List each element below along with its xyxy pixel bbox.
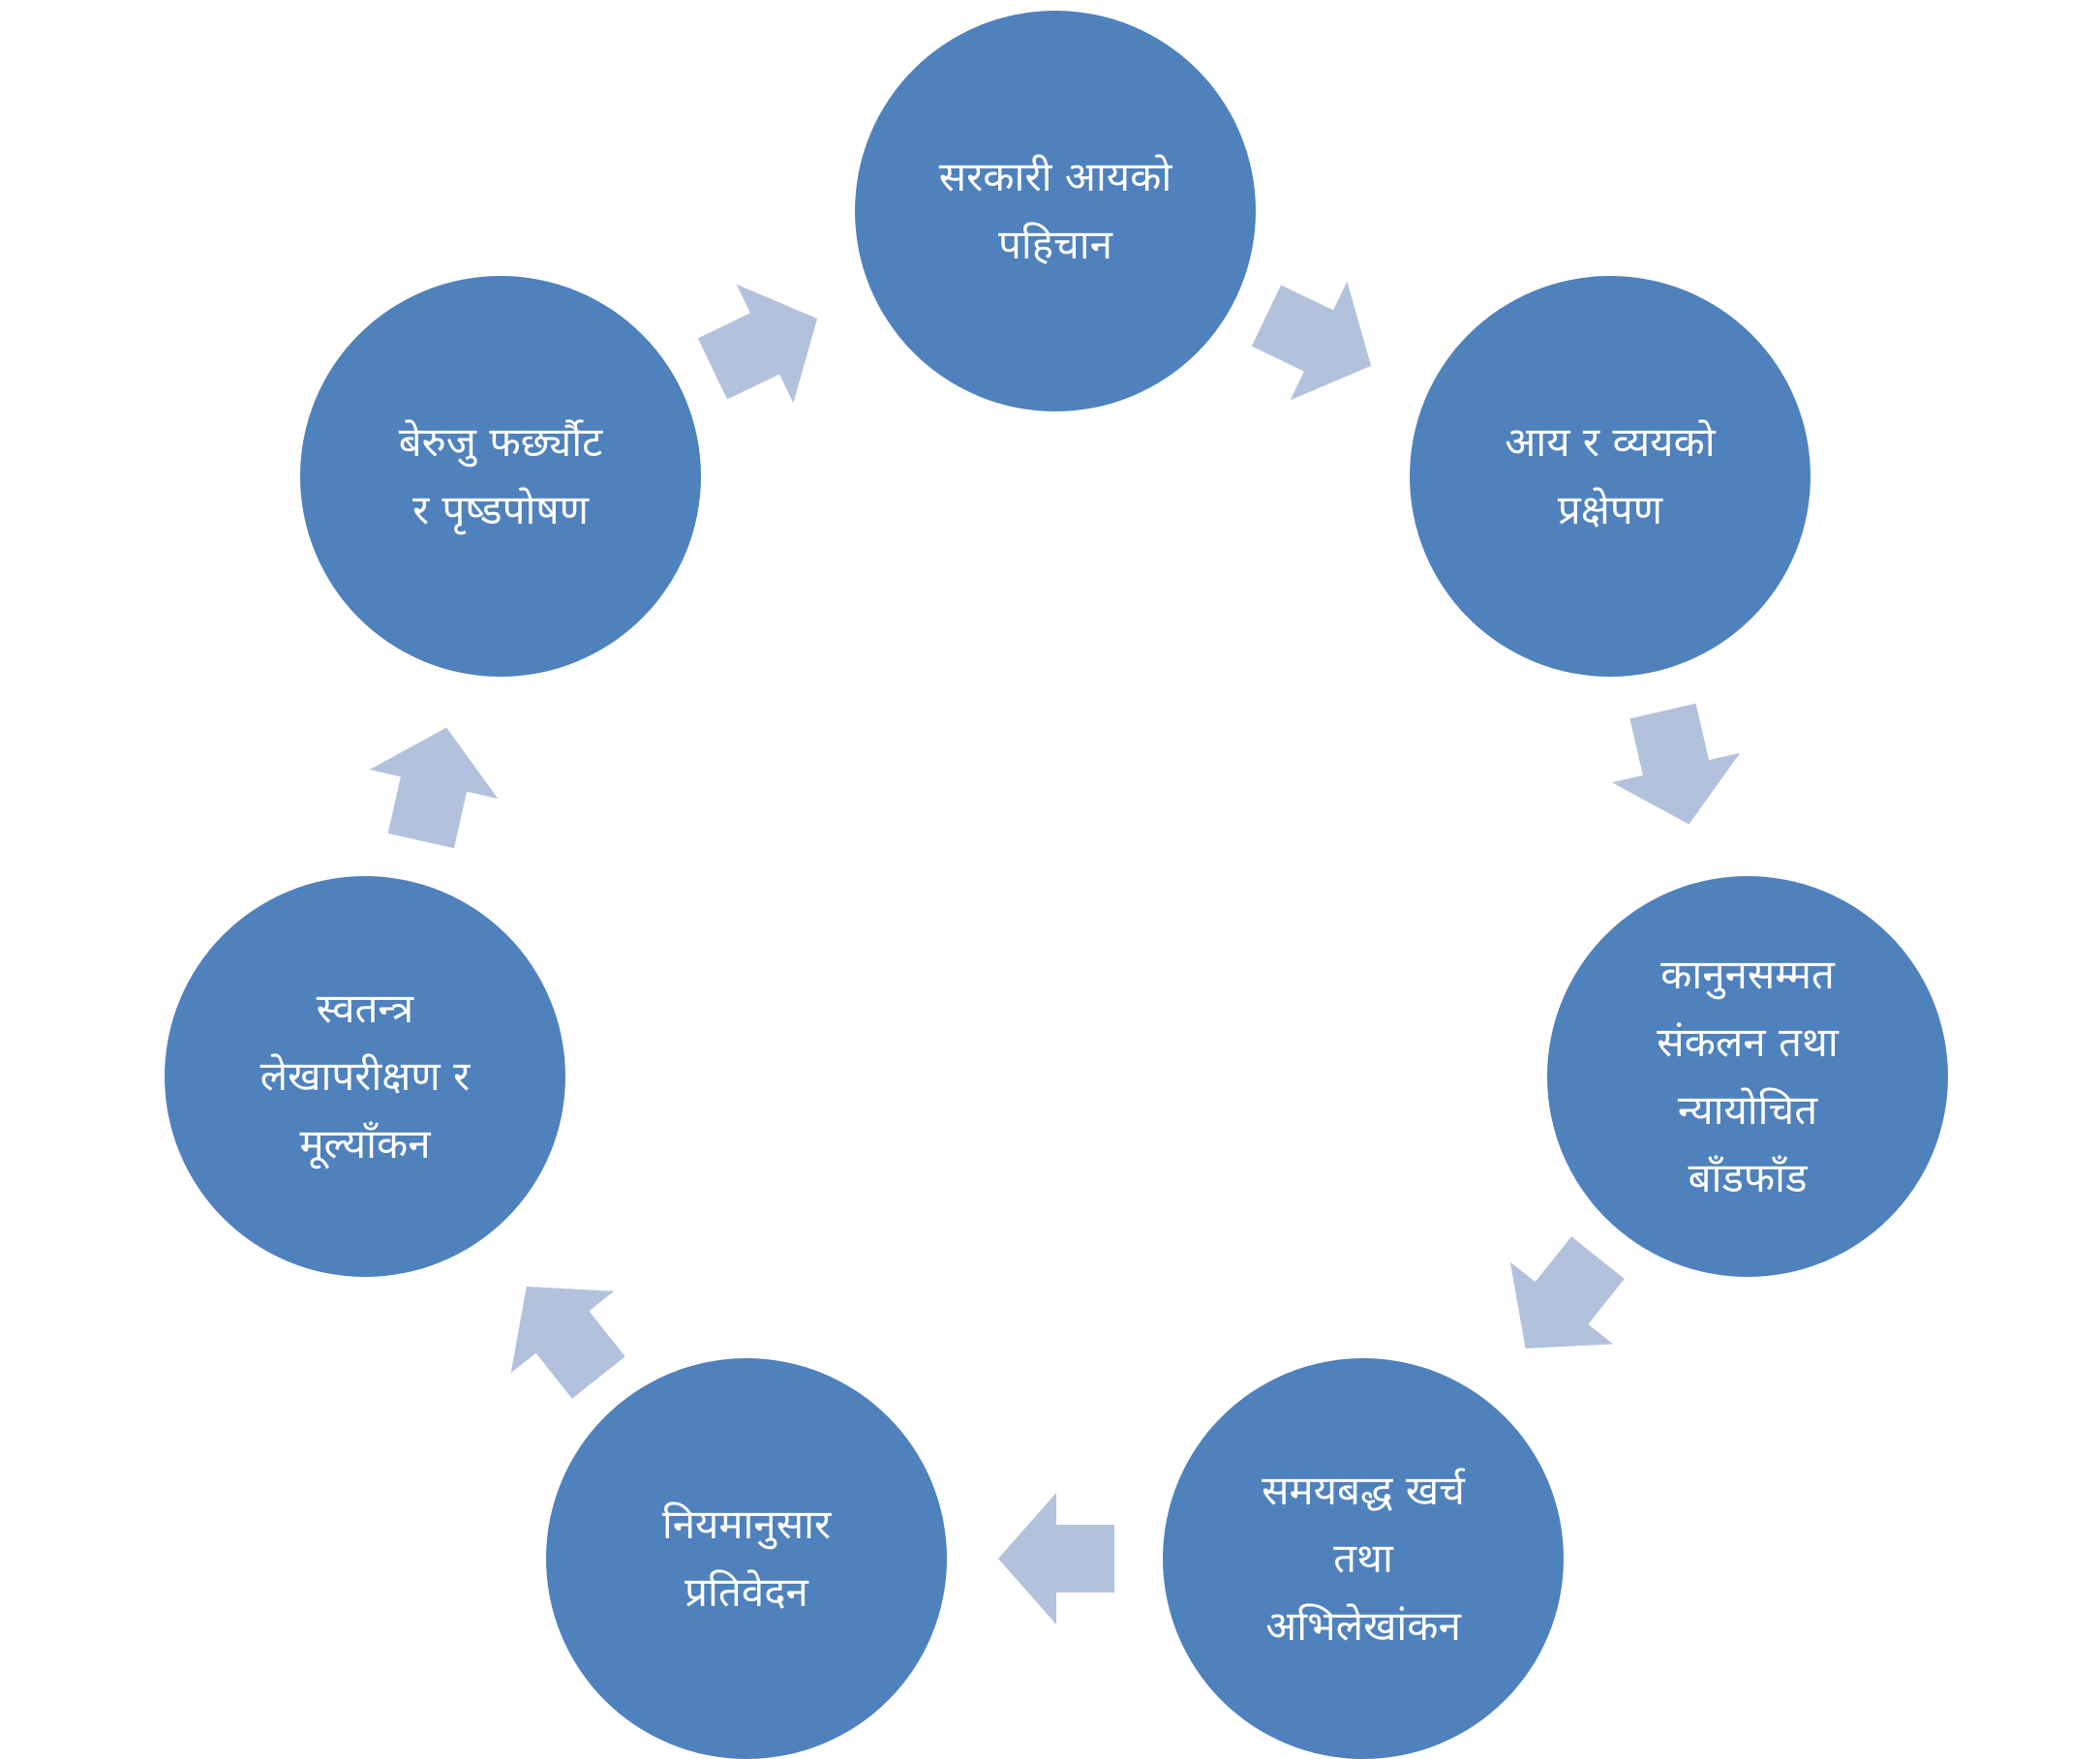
arrow-3-to-4 bbox=[1509, 1236, 1625, 1349]
step-4-line: समयबद्ध खर्च bbox=[1262, 1467, 1465, 1514]
step-7-line: र पृष्डपोषण bbox=[411, 486, 590, 533]
arrow-7-to-1 bbox=[697, 284, 818, 404]
step-5-line: नियमानुसार bbox=[661, 1501, 832, 1548]
step-6-line: लेखापरीक्षण र bbox=[259, 1052, 471, 1100]
step-2-line: प्रक्षेपण bbox=[1557, 486, 1663, 533]
step-2-line: आय र व्ययको bbox=[1505, 418, 1716, 466]
arrow-6-to-7 bbox=[369, 727, 499, 849]
step-6-line: स्वतन्त्र bbox=[316, 985, 414, 1032]
step-3-line: संकलन तथा bbox=[1657, 1018, 1839, 1066]
step-5-node: नियमानुसार प्रतिवेदन bbox=[546, 1358, 947, 1759]
step-4-line: अभिलेखांकन bbox=[1265, 1602, 1461, 1650]
step-7-line: बेरुजु फर्छ्यौट bbox=[398, 418, 603, 466]
step-5-line: प्रतिवेदन bbox=[685, 1568, 808, 1616]
step-3-node: कानुनसम्मत संकलन तथा न्यायोचित बाँडफाँड bbox=[1547, 876, 1948, 1277]
step-1-line: पहिचान bbox=[998, 221, 1112, 268]
step-1-line: सरकारी आयको bbox=[938, 153, 1172, 200]
arrow-2-to-3 bbox=[1611, 703, 1741, 825]
step-4-line: तथा bbox=[1333, 1534, 1393, 1582]
arrow-4-to-5 bbox=[998, 1493, 1114, 1624]
step-1-node: सरकारी आयको पहिचान bbox=[855, 11, 1256, 411]
arrow-1-to-2 bbox=[1251, 281, 1372, 401]
step-6-node: स्वतन्त्र लेखापरीक्षण र मूल्याँकन bbox=[165, 876, 565, 1277]
step-3-line: न्यायोचित bbox=[1677, 1086, 1818, 1134]
step-4-node: समयबद्ध खर्च तथा अभिलेखांकन bbox=[1163, 1358, 1564, 1759]
step-3-line: कानुनसम्मत bbox=[1660, 951, 1835, 998]
step-3-line: बाँडफाँड bbox=[1688, 1154, 1808, 1201]
step-2-node: आय र व्ययको प्रक्षेपण bbox=[1410, 276, 1811, 677]
step-6-line: मूल्याँकन bbox=[299, 1120, 431, 1168]
step-7-node: बेरुजु फर्छ्यौट र पृष्डपोषण bbox=[300, 276, 701, 677]
arrow-5-to-6 bbox=[510, 1286, 625, 1399]
